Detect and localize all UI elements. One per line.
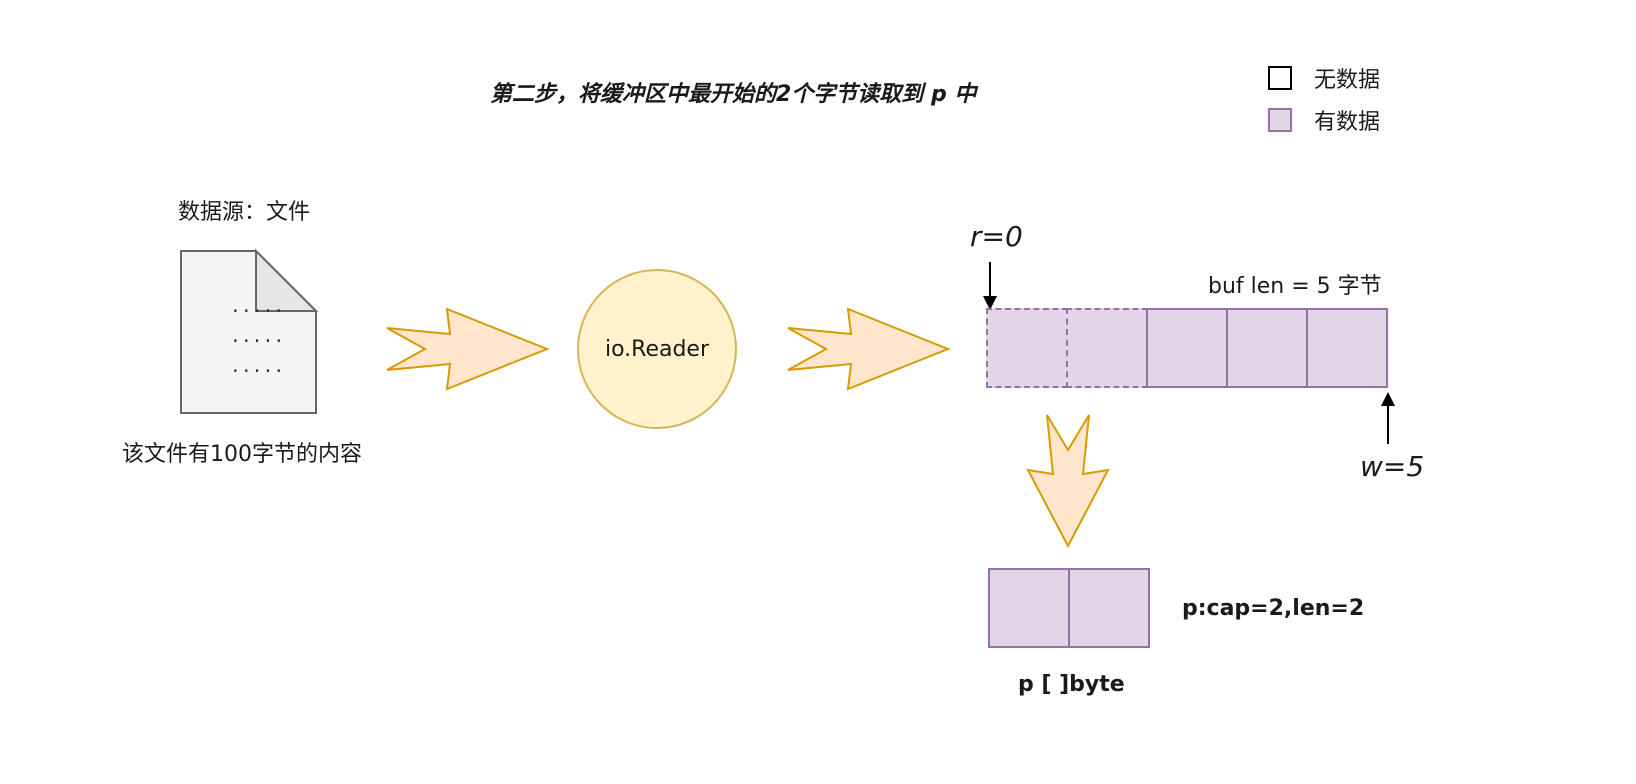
buffer-cell-data xyxy=(1306,308,1388,388)
file-line: ..... xyxy=(230,296,285,317)
io-reader-label: io.Reader xyxy=(604,336,710,362)
file-content-lines: ..... ..... ..... xyxy=(230,292,284,382)
buffer-cell-read xyxy=(1066,308,1148,388)
p-cap-len-label: p:cap=2,len=2 xyxy=(1182,596,1365,621)
buffer-cell-read xyxy=(986,308,1068,388)
p-cell xyxy=(1068,568,1150,648)
flow-arrow-down xyxy=(1026,414,1110,549)
read-pointer-label: r=0 xyxy=(970,220,1023,253)
legend-no-data-swatch xyxy=(1268,66,1292,90)
p-slice xyxy=(988,568,1150,648)
read-pointer-arrow xyxy=(983,262,997,310)
write-pointer-label: w=5 xyxy=(1360,450,1425,483)
buffer xyxy=(986,308,1388,388)
legend-has-data-label: 有数据 xyxy=(1314,110,1381,135)
file-line: ..... xyxy=(230,326,285,347)
buffer-cell-data xyxy=(1226,308,1308,388)
diagram-title: 第二步，将缓冲区中最开始的2个字节读取到 p 中 xyxy=(490,82,977,107)
buffer-length-label: buf len = 5 字节 xyxy=(1208,274,1382,299)
legend-has-data-swatch xyxy=(1268,108,1292,132)
buffer-cell-data xyxy=(1146,308,1228,388)
legend-no-data-label: 无数据 xyxy=(1314,68,1381,93)
file-icon xyxy=(180,248,319,414)
write-pointer-arrow xyxy=(1381,392,1395,444)
p-type-label: p [ ]byte xyxy=(1018,672,1125,697)
io-reader-node: io.Reader xyxy=(577,269,737,429)
flow-arrow-1 xyxy=(386,307,550,391)
flow-arrow-2 xyxy=(787,307,951,391)
source-caption: 该文件有100字节的内容 xyxy=(122,442,362,467)
file-line: ..... xyxy=(230,356,285,377)
p-cell xyxy=(988,568,1070,648)
source-label: 数据源：文件 xyxy=(178,200,311,225)
